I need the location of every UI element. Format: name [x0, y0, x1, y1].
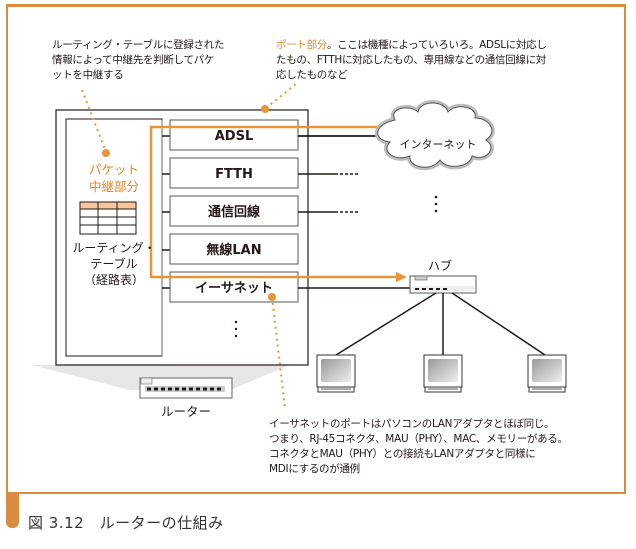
port-marker-dot	[261, 105, 269, 113]
more-ports-ellipsis	[234, 320, 238, 338]
relay-section	[65, 118, 163, 357]
packet-flow-path	[149, 125, 396, 279]
relay-label-line2: 中継部分	[89, 179, 139, 194]
relay-marker-dot	[102, 149, 110, 157]
port-label: FTTH	[215, 167, 253, 182]
port-note: ポート部分。ここは機種によっていろいろ。ADSLに対応し たもの、FTTHに対応…	[276, 38, 596, 83]
ethernet-marker-dot	[268, 293, 276, 301]
port-box	[169, 233, 299, 265]
routing-table-icon	[79, 201, 137, 235]
figure-caption: 図 3.12 ルーターの仕組み	[28, 514, 224, 532]
hub-cables	[335, 292, 546, 356]
port-label: ADSL	[215, 129, 254, 144]
port-label: イーサネット	[195, 281, 273, 296]
port-box	[169, 195, 299, 227]
port-label: 通信回線	[208, 204, 261, 220]
pc-monitor-icon	[423, 354, 463, 393]
table-label-line3: （経路表）	[84, 272, 144, 287]
port-label: 無線LAN	[206, 242, 261, 258]
pc-monitor-icon	[527, 354, 567, 393]
hub-icon	[409, 275, 477, 294]
internet-cloud-icon	[374, 100, 495, 171]
hub-label: ハブ	[428, 258, 452, 273]
internet-label: インターネット	[400, 138, 477, 151]
port-note-accent: ポート部分	[276, 39, 327, 51]
table-label-line1: ルーティング・	[72, 241, 155, 255]
port-1: ADSL	[162, 119, 384, 151]
relay-label-line1: パケット	[89, 162, 139, 177]
pc-monitor-icon	[316, 354, 356, 393]
port-4: 無線LAN	[162, 233, 299, 265]
router-device-label: ルーター	[161, 404, 211, 419]
pc-list	[316, 354, 567, 393]
table-label-line2: テーブル	[90, 256, 137, 271]
ethernet-note: イーサネットのポートはパソコンのLANアダプタとほぼ同じ。 つまり、RJ-45コ…	[269, 418, 568, 475]
port-3: 通信回線	[162, 195, 358, 227]
caption-accent-bar	[6, 494, 19, 528]
port-2: FTTH	[162, 157, 358, 189]
port-box	[169, 119, 299, 151]
router-device-icon	[139, 377, 233, 399]
routing-note: ルーティング・テーブルに登録された 情報によって中継先を判断してパケ ットを中継…	[52, 39, 225, 81]
more-networks-ellipsis	[434, 195, 438, 213]
figure-frame	[6, 4, 626, 494]
port-box	[169, 157, 299, 189]
leader-lines	[81, 83, 297, 409]
arrow-to-hub-icon	[396, 272, 407, 282]
port-note-text: 。ここは機種によっていろいろ。ADSLに対応し たもの、FTTHに対応したもの、…	[276, 39, 547, 81]
